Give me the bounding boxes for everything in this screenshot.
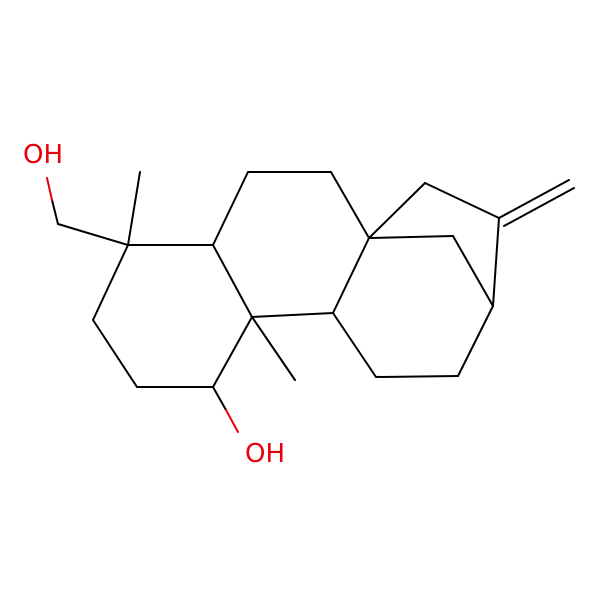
bond <box>330 171 370 239</box>
carbon-skeleton <box>57 171 575 388</box>
bond <box>212 244 253 318</box>
hydroxyl-label: OH <box>245 439 285 469</box>
bond <box>452 235 494 307</box>
bond <box>46 177 53 201</box>
bond <box>332 312 377 378</box>
bond <box>225 409 239 433</box>
bond <box>492 217 500 307</box>
bond <box>57 223 129 246</box>
methyl-bond <box>127 171 141 246</box>
bond <box>368 182 426 239</box>
bond <box>332 237 370 314</box>
bond <box>212 316 253 388</box>
bond <box>424 182 500 219</box>
bond <box>212 171 249 246</box>
hydroxyl-label: OH <box>23 140 63 170</box>
bond <box>51 199 59 225</box>
bond <box>92 244 129 321</box>
double-bond-line <box>498 179 570 219</box>
bond <box>368 235 454 239</box>
bond <box>251 312 334 318</box>
double-bond-line <box>503 187 575 227</box>
bond <box>457 305 494 377</box>
bond <box>375 375 459 378</box>
methyl-bond <box>251 316 296 381</box>
bond <box>92 319 138 388</box>
bond <box>212 386 227 411</box>
hydroxyl-bonds <box>46 177 239 433</box>
